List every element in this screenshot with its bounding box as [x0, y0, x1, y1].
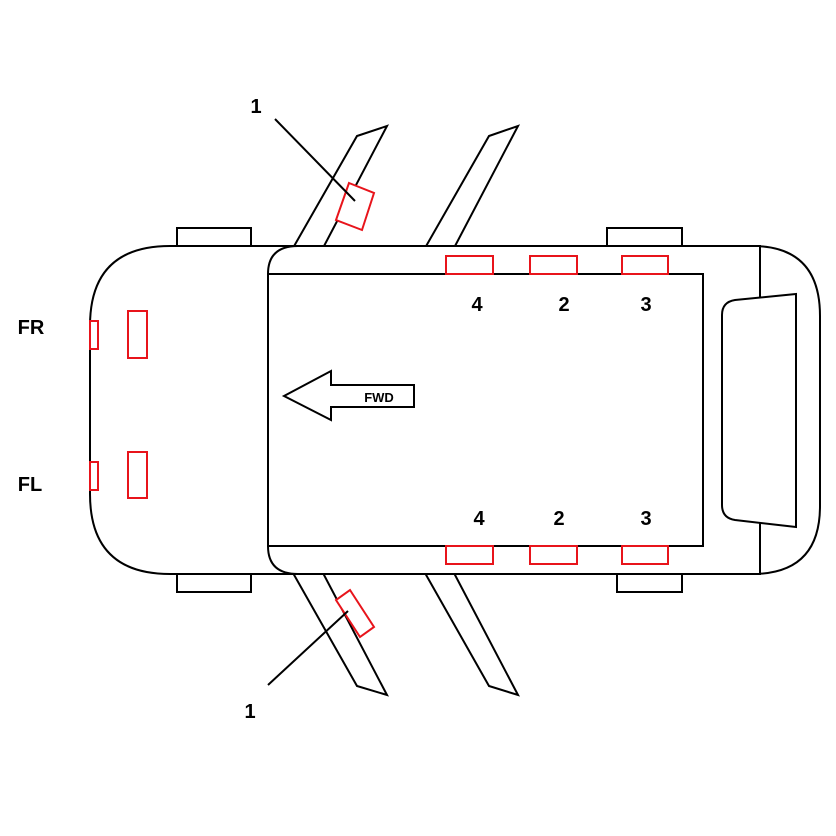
forward-arrow-icon	[281, 369, 415, 422]
sensor-front-right-door	[334, 181, 376, 232]
sensor-front-left-door	[334, 588, 376, 639]
roof-inner-panel	[267, 273, 704, 547]
callout-leader-top	[274, 118, 356, 202]
fwd-label: FWD	[364, 390, 394, 405]
callout-number-bottom: 1	[244, 701, 255, 723]
sensor-lower-position-4	[445, 545, 494, 565]
sensor-lower-position-3	[621, 545, 669, 565]
lower-position-label: 3	[640, 508, 651, 530]
sensor-front-right-corner	[89, 320, 99, 350]
sensor-front-left-corner	[89, 461, 99, 491]
sensor-upper-position-2	[529, 255, 578, 275]
lower-position-label: 4	[473, 508, 485, 530]
lower-position-label: 2	[553, 508, 564, 530]
sensor-upper-position-3	[621, 255, 669, 275]
sensor-markers	[89, 181, 669, 639]
upper-position-label: 3	[640, 294, 651, 316]
sensor-lower-position-2	[529, 545, 578, 565]
rear-left-door-open	[423, 572, 521, 697]
front-right-label: FR	[18, 317, 45, 339]
callout-number-top: 1	[250, 96, 261, 118]
rear-right-door-open	[423, 124, 521, 249]
front-left-label: FL	[18, 474, 42, 496]
front-left-door-open	[291, 572, 389, 697]
sensor-front-right-inner	[127, 310, 148, 359]
sensor-front-left-inner	[127, 451, 148, 499]
sensor-upper-position-4	[445, 255, 494, 275]
upper-position-label: 4	[471, 294, 483, 316]
rear-window	[721, 292, 797, 529]
upper-position-label: 2	[558, 294, 569, 316]
callout-leader-bottom	[267, 610, 349, 686]
